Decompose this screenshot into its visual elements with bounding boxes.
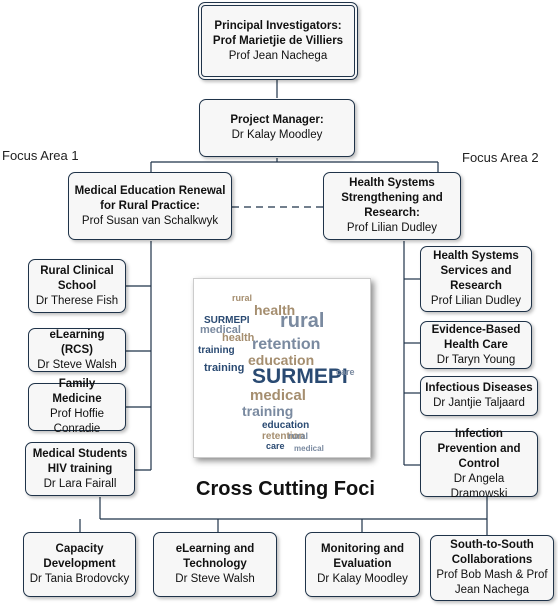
cloud-word: health	[254, 302, 295, 318]
word-cloud-graphic: rural health SURMEPI medical rural healt…	[194, 279, 370, 457]
cross-cutting-item-box: eLearning and Technology Dr Steve Walsh	[153, 532, 277, 597]
cloud-word: medical	[200, 324, 241, 336]
cloud-word: retention	[252, 336, 320, 353]
right-item-box: Health Systems Services and Research Pro…	[420, 246, 532, 312]
focus-area-1-lead: Prof Susan van Schalkwyk	[81, 214, 219, 227]
cross-cutting-item-box: Capacity Development Dr Tania Brodovcky	[23, 532, 136, 597]
focus-area-2-title: Health Systems Strengthening and Researc…	[341, 177, 443, 219]
cross-cutting-item-title: Monitoring and Evaluation	[320, 543, 405, 570]
right-item-name: Dr Angela Dramowski	[450, 472, 508, 500]
cloud-word: training	[242, 403, 293, 419]
project-manager-name: Dr Kalay Moodley	[231, 129, 323, 141]
cross-cutting-item-box: Monitoring and Evaluation Dr Kalay Moodl…	[305, 532, 420, 597]
cloud-word: rural	[288, 431, 308, 441]
cloud-word: medical	[294, 444, 324, 453]
cloud-word: health	[222, 332, 255, 344]
focus-area-2-box: Health Systems Strengthening and Researc…	[323, 172, 461, 240]
right-item-box: Evidence-Based Health Care Dr Taryn Youn…	[420, 321, 532, 369]
left-item-title: Family Medicine	[52, 378, 102, 405]
right-item-title: Health Systems Services and Research	[433, 250, 519, 292]
cross-cutting-title: Cross Cutting Foci	[196, 478, 375, 500]
cross-cutting-item-name: Dr Kalay Moodley	[317, 573, 408, 585]
left-item-title: Rural Clinical School	[40, 264, 114, 292]
cloud-word: SURMEPI	[204, 315, 250, 326]
project-manager-box: Project Manager: Dr Kalay Moodley	[199, 99, 355, 157]
principal-investigators-box: Principal Investigators: Prof Marietjie …	[198, 2, 358, 80]
cloud-word: care	[336, 367, 355, 377]
left-item-name: Dr Therese Fish	[35, 294, 119, 307]
right-item-name: Dr Taryn Young	[436, 353, 516, 366]
left-item-box: Medical Students HIV training Dr Lara Fa…	[25, 442, 135, 496]
cloud-word: rural	[232, 293, 252, 303]
cross-cutting-item-name: Dr Tania Brodovcky	[29, 573, 130, 585]
cloud-word: training	[198, 345, 235, 356]
left-item-title: eLearning (RCS)	[49, 328, 105, 356]
right-item-name: Dr Jantjie Taljaard	[433, 397, 525, 409]
cross-cutting-item-name: Prof Bob Mash & Prof Jean Nachega	[436, 569, 548, 596]
focus-area-1-box: Medical Education Renewal for Rural Prac…	[68, 172, 232, 240]
principal-investigators-title: Principal Investigators: Prof Marietjie …	[212, 19, 344, 47]
focus-area-1-title: Medical Education Renewal for Rural Prac…	[74, 184, 226, 212]
left-item-name: Prof Hoffie Conradie	[49, 408, 105, 435]
cross-cutting-item-box: South-to-South Collaborations Prof Bob M…	[430, 535, 554, 601]
left-item-box: Rural Clinical School Dr Therese Fish	[28, 259, 126, 313]
cloud-word: care	[266, 441, 285, 451]
focus-area-2-label: Focus Area 2	[462, 150, 539, 165]
cross-cutting-item-title: eLearning and Technology	[175, 543, 255, 570]
project-manager-title: Project Manager:	[230, 114, 324, 126]
left-item-box: eLearning (RCS) Dr Steve Walsh	[28, 328, 126, 372]
cross-cutting-item-title: South-to-South Collaborations	[450, 539, 534, 566]
right-item-title: Evidence-Based Health Care	[431, 323, 521, 351]
cloud-word: training	[204, 362, 244, 374]
cross-cutting-item-name: Dr Steve Walsh	[175, 573, 255, 585]
cloud-word: SURMEPI	[252, 365, 348, 388]
left-item-title: Medical Students HIV training	[32, 447, 128, 475]
cloud-word: medical	[250, 387, 306, 404]
right-item-box: Infection Prevention and Control Dr Ange…	[420, 428, 538, 500]
focus-area-1-label: Focus Area 1	[2, 148, 79, 163]
right-item-name: Prof Lilian Dudley	[430, 295, 522, 307]
left-item-name: Dr Lara Fairall	[43, 477, 117, 490]
right-item-box: Infectious Diseases Dr Jantjie Taljaard	[420, 376, 538, 416]
focus-area-2-lead: Prof Lilian Dudley	[346, 222, 438, 234]
right-item-title: Infection Prevention and Control	[437, 427, 521, 470]
cloud-word: retention	[262, 431, 305, 442]
principal-investigator-name: Prof Jean Nachega	[228, 49, 328, 62]
cloud-word: education	[262, 420, 309, 431]
left-item-name: Dr Steve Walsh	[37, 358, 117, 371]
cloud-word: education	[248, 352, 314, 368]
left-item-box: Family Medicine Prof Hoffie Conradie	[28, 378, 126, 435]
cloud-word: rural	[280, 310, 324, 332]
cross-cutting-item-title: Capacity Development	[43, 543, 116, 570]
right-item-title: Infectious Diseases	[425, 382, 533, 394]
africa-word-cloud-image: rural health SURMEPI medical rural healt…	[193, 278, 371, 458]
